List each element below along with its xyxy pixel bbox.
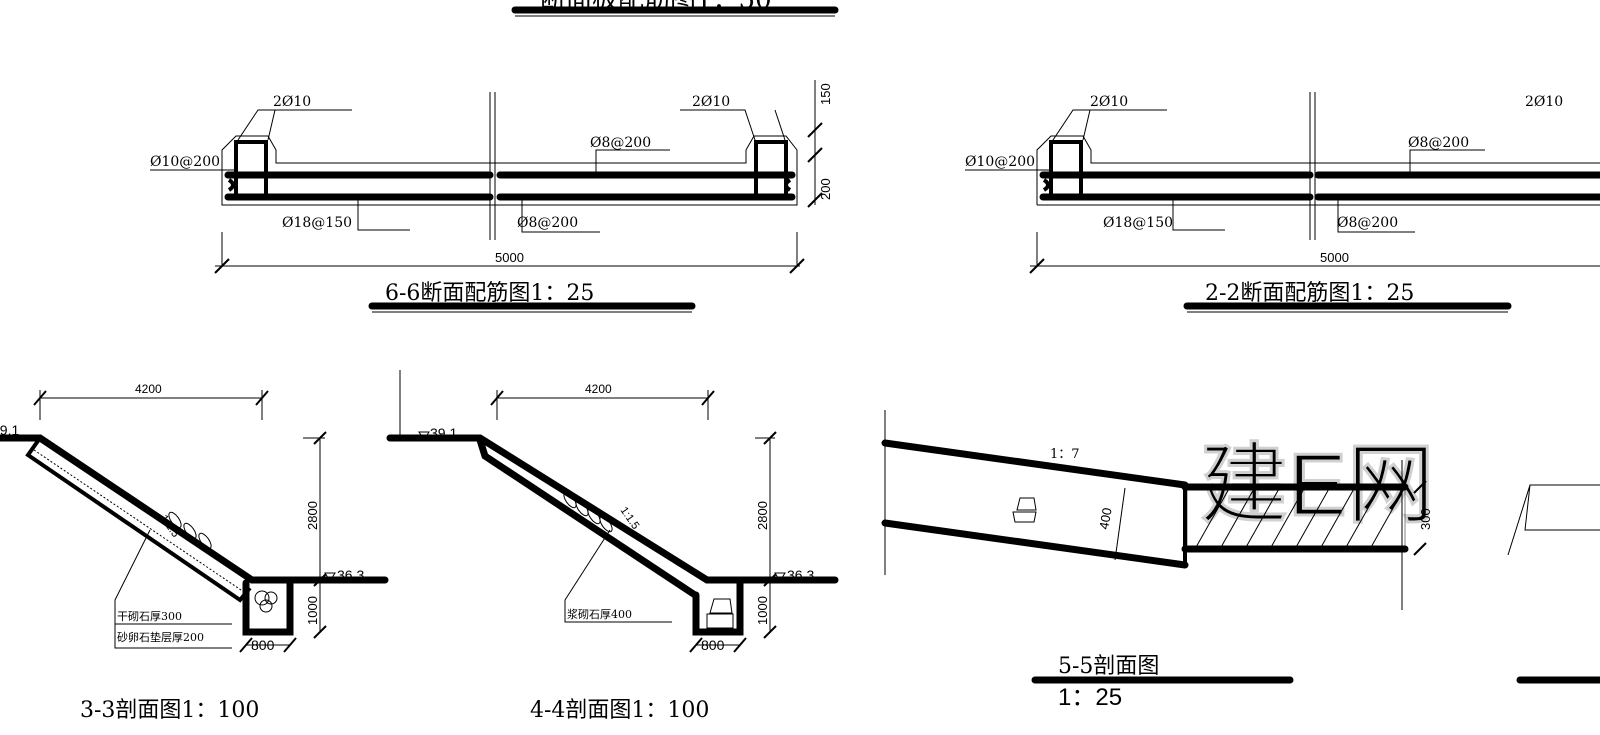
note-2: 砂卵石垫层厚200	[117, 630, 204, 644]
note-1: 干砌石厚300	[117, 610, 182, 623]
label-bottom-main-bar: Ø18@150	[1103, 215, 1173, 231]
section-title: 4-4剖面图1：100	[530, 698, 709, 723]
section-title: 2-2断面配筋图1：25	[1205, 281, 1414, 306]
trench	[242, 576, 294, 636]
section-6-6: 2Ø10 2Ø10 Ø10@200 Ø8@200 Ø18@150 Ø8@200 …	[150, 80, 833, 313]
elevation-bottom: 36.3	[337, 567, 364, 583]
section-2-2: 2Ø10 2Ø10 Ø10@200 Ø8@200 Ø18@150 Ø8@200 …	[965, 92, 1600, 313]
dim-height: 2800	[305, 501, 320, 530]
slab-outline	[1036, 135, 1600, 206]
ground-profile	[0, 434, 389, 584]
dim-height: 2800	[755, 501, 770, 530]
dim-width: 5000	[1320, 250, 1349, 265]
dim-width: 4200	[135, 382, 162, 396]
section-title: 5-5剖面图	[1058, 654, 1159, 679]
dim-trench: 800	[701, 637, 725, 653]
elevation-bottom: 36.3	[787, 567, 814, 583]
dim-200: 200	[818, 178, 833, 200]
section-scale: 1：25	[1058, 684, 1122, 711]
lining	[25, 436, 252, 603]
label-corner-bar: 2Ø10	[273, 94, 311, 110]
left-hook-bar	[234, 140, 268, 199]
dim-width: 5000	[495, 250, 524, 265]
dim-400: 400	[1096, 507, 1115, 531]
dim-300: 300	[1418, 508, 1433, 530]
label-top-bar: Ø8@200	[590, 135, 651, 151]
slab-outline	[221, 135, 798, 206]
lining	[476, 436, 699, 599]
dim-trench: 800	[251, 637, 275, 653]
dim-depth: 1000	[305, 596, 320, 625]
lower-surface	[881, 519, 1189, 569]
right-hook-bar	[754, 140, 788, 199]
dim-width: 4200	[585, 382, 612, 396]
label-bottom-dist-bar: Ø8@200	[1337, 215, 1398, 231]
slope-label: 1：7	[1050, 447, 1080, 462]
upper-surface	[881, 439, 1189, 489]
section-title: 3-3剖面图1：100	[80, 698, 259, 723]
note-1: 浆砌石厚400	[567, 607, 632, 621]
stone-symbol	[1012, 497, 1037, 523]
label-corner-bar: 2Ø10	[1525, 94, 1563, 110]
trench	[692, 576, 744, 636]
label-corner-bar: 2Ø10	[692, 94, 730, 110]
label-corner-bar: 2Ø10	[1090, 94, 1128, 110]
section-3-3: 39.1 1:1.5 4200 2800 1000 36.3 800 干砌石厚3…	[0, 382, 389, 723]
dim-150: 150	[818, 83, 833, 105]
section-title: 6-6断面配筋图1：25	[385, 281, 594, 306]
section-4-4: 39.1 1:1.5 4200 2800 1000 36.3 800 浆砌石厚4…	[386, 370, 839, 723]
label-bottom-dist-bar: Ø8@200	[517, 215, 578, 231]
section-5-5: 400 1：7 300 5-5剖面图 1：25	[881, 410, 1600, 711]
elevation-top: 39.1	[0, 422, 19, 438]
label-bottom-main-bar: Ø18@150	[282, 215, 352, 231]
label-stirrup: Ø10@200	[150, 154, 220, 170]
dim-depth: 1000	[755, 596, 770, 625]
label-top-bar: Ø8@200	[1408, 135, 1469, 151]
label-stirrup: Ø10@200	[965, 154, 1035, 170]
